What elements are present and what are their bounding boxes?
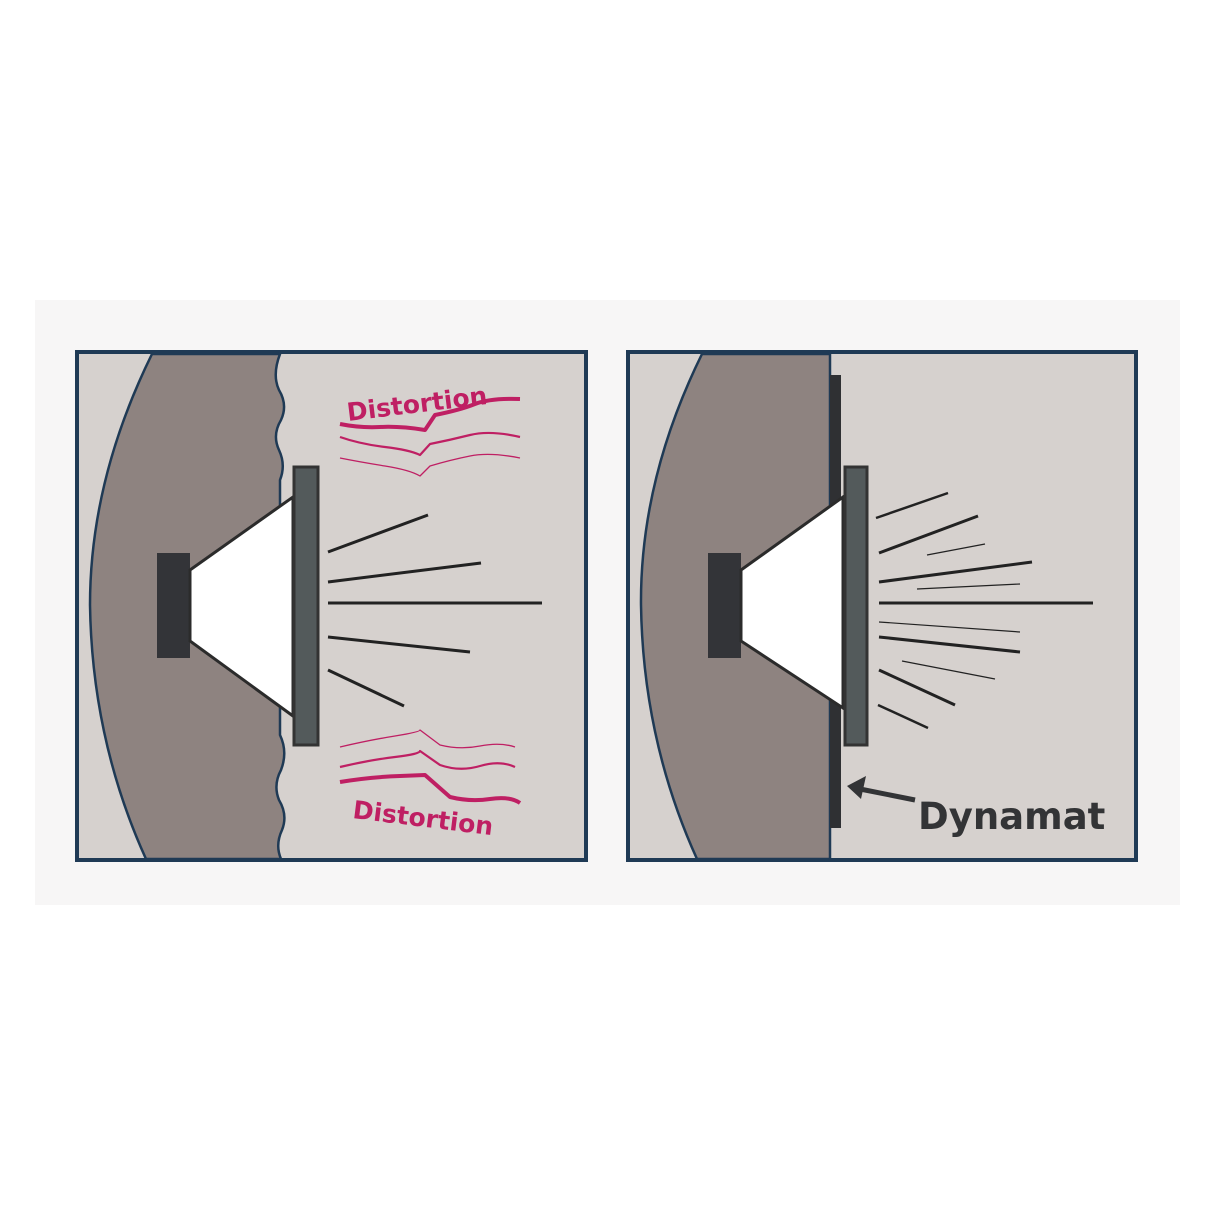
distortion-waves-top	[339, 396, 522, 805]
distortion-line	[339, 773, 522, 805]
sound-wave-line	[327, 561, 482, 584]
sound-wave-line	[878, 668, 956, 707]
sound-wave-line	[327, 513, 429, 554]
sound-wave-line	[878, 621, 1021, 633]
distortion-line	[339, 453, 521, 477]
sound-wave-line	[875, 491, 949, 520]
distortion-line	[339, 749, 516, 770]
sound-wave-line	[878, 514, 979, 555]
sound-wave-line	[327, 635, 471, 654]
speaker-cone	[739, 494, 845, 711]
speaker-plate	[292, 465, 320, 747]
distortion-line	[339, 729, 516, 749]
dynamat-label: Dynamat	[918, 795, 1105, 838]
left-panel-without-dynamat: Distortion Distortion	[75, 350, 588, 862]
sound-wave-line	[327, 668, 405, 708]
sound-wave-line	[877, 703, 929, 730]
sound-waves	[327, 513, 542, 708]
left-panel-frame	[75, 350, 588, 862]
speaker-magnet	[708, 553, 741, 658]
right-panel-frame	[626, 350, 1138, 862]
distortion-line	[339, 431, 521, 457]
sound-wave-line	[878, 635, 1021, 654]
sound-wave-line	[878, 560, 1033, 584]
distortion-line	[339, 396, 521, 432]
right-panel-with-dynamat: Dynamat	[626, 350, 1138, 862]
sound-waves	[875, 491, 1093, 730]
sound-wave-line	[926, 543, 986, 556]
sound-wave-line	[916, 583, 1021, 590]
arrow-icon	[847, 776, 916, 803]
speaker-magnet	[157, 553, 190, 658]
sound-wave-line	[901, 660, 996, 680]
speaker-plate	[843, 465, 869, 747]
